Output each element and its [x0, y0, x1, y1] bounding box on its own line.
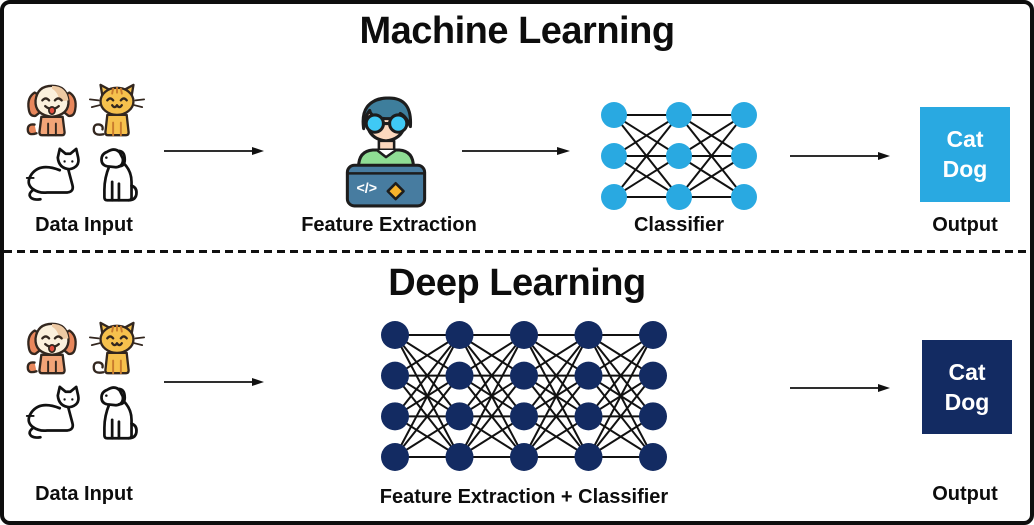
dl-output-box: Cat Dog: [922, 340, 1012, 434]
ml-output-box: Cat Dog: [920, 107, 1010, 202]
cat-color-icon: [86, 318, 148, 380]
deep-learning-section: Deep Learning Data Input Feature Extract…: [4, 4, 1030, 521]
arrow-right-icon: [790, 382, 890, 394]
dl-data-input-label: Data Input: [35, 483, 133, 505]
ml-section-title: Machine Learning: [359, 10, 675, 52]
dl-output-class-dog: Dog: [944, 388, 990, 415]
ml-output-label: Output: [932, 214, 998, 236]
dl-deep-network: [381, 321, 667, 471]
dl-feature-classifier-label: Feature Extraction + Classifier: [379, 486, 669, 508]
machine-learning-section: Machine Learning Data Input Feature Extr…: [4, 4, 1030, 521]
arrow-right-icon: [164, 376, 264, 388]
dl-output-label: Output: [932, 483, 998, 505]
dog-outline-icon: [86, 383, 148, 445]
dog-color-icon: [21, 318, 83, 380]
ml-output-class-dog: Dog: [942, 156, 988, 182]
ml-data-input-label: Data Input: [35, 214, 133, 236]
dl-output-class-cat: Cat: [948, 358, 986, 385]
ml-classifier-network: [601, 102, 757, 210]
dl-section-title: Deep Learning: [388, 262, 646, 304]
ml-output-class-cat: Cat: [946, 126, 984, 152]
ml-feature-extraction-label: Feature Extraction: [301, 214, 477, 236]
dl-data-input-icons: [21, 318, 148, 445]
ml-classifier-label: Classifier: [633, 214, 725, 236]
cat-outline-icon: [21, 383, 83, 445]
section-divider: [4, 250, 1030, 253]
